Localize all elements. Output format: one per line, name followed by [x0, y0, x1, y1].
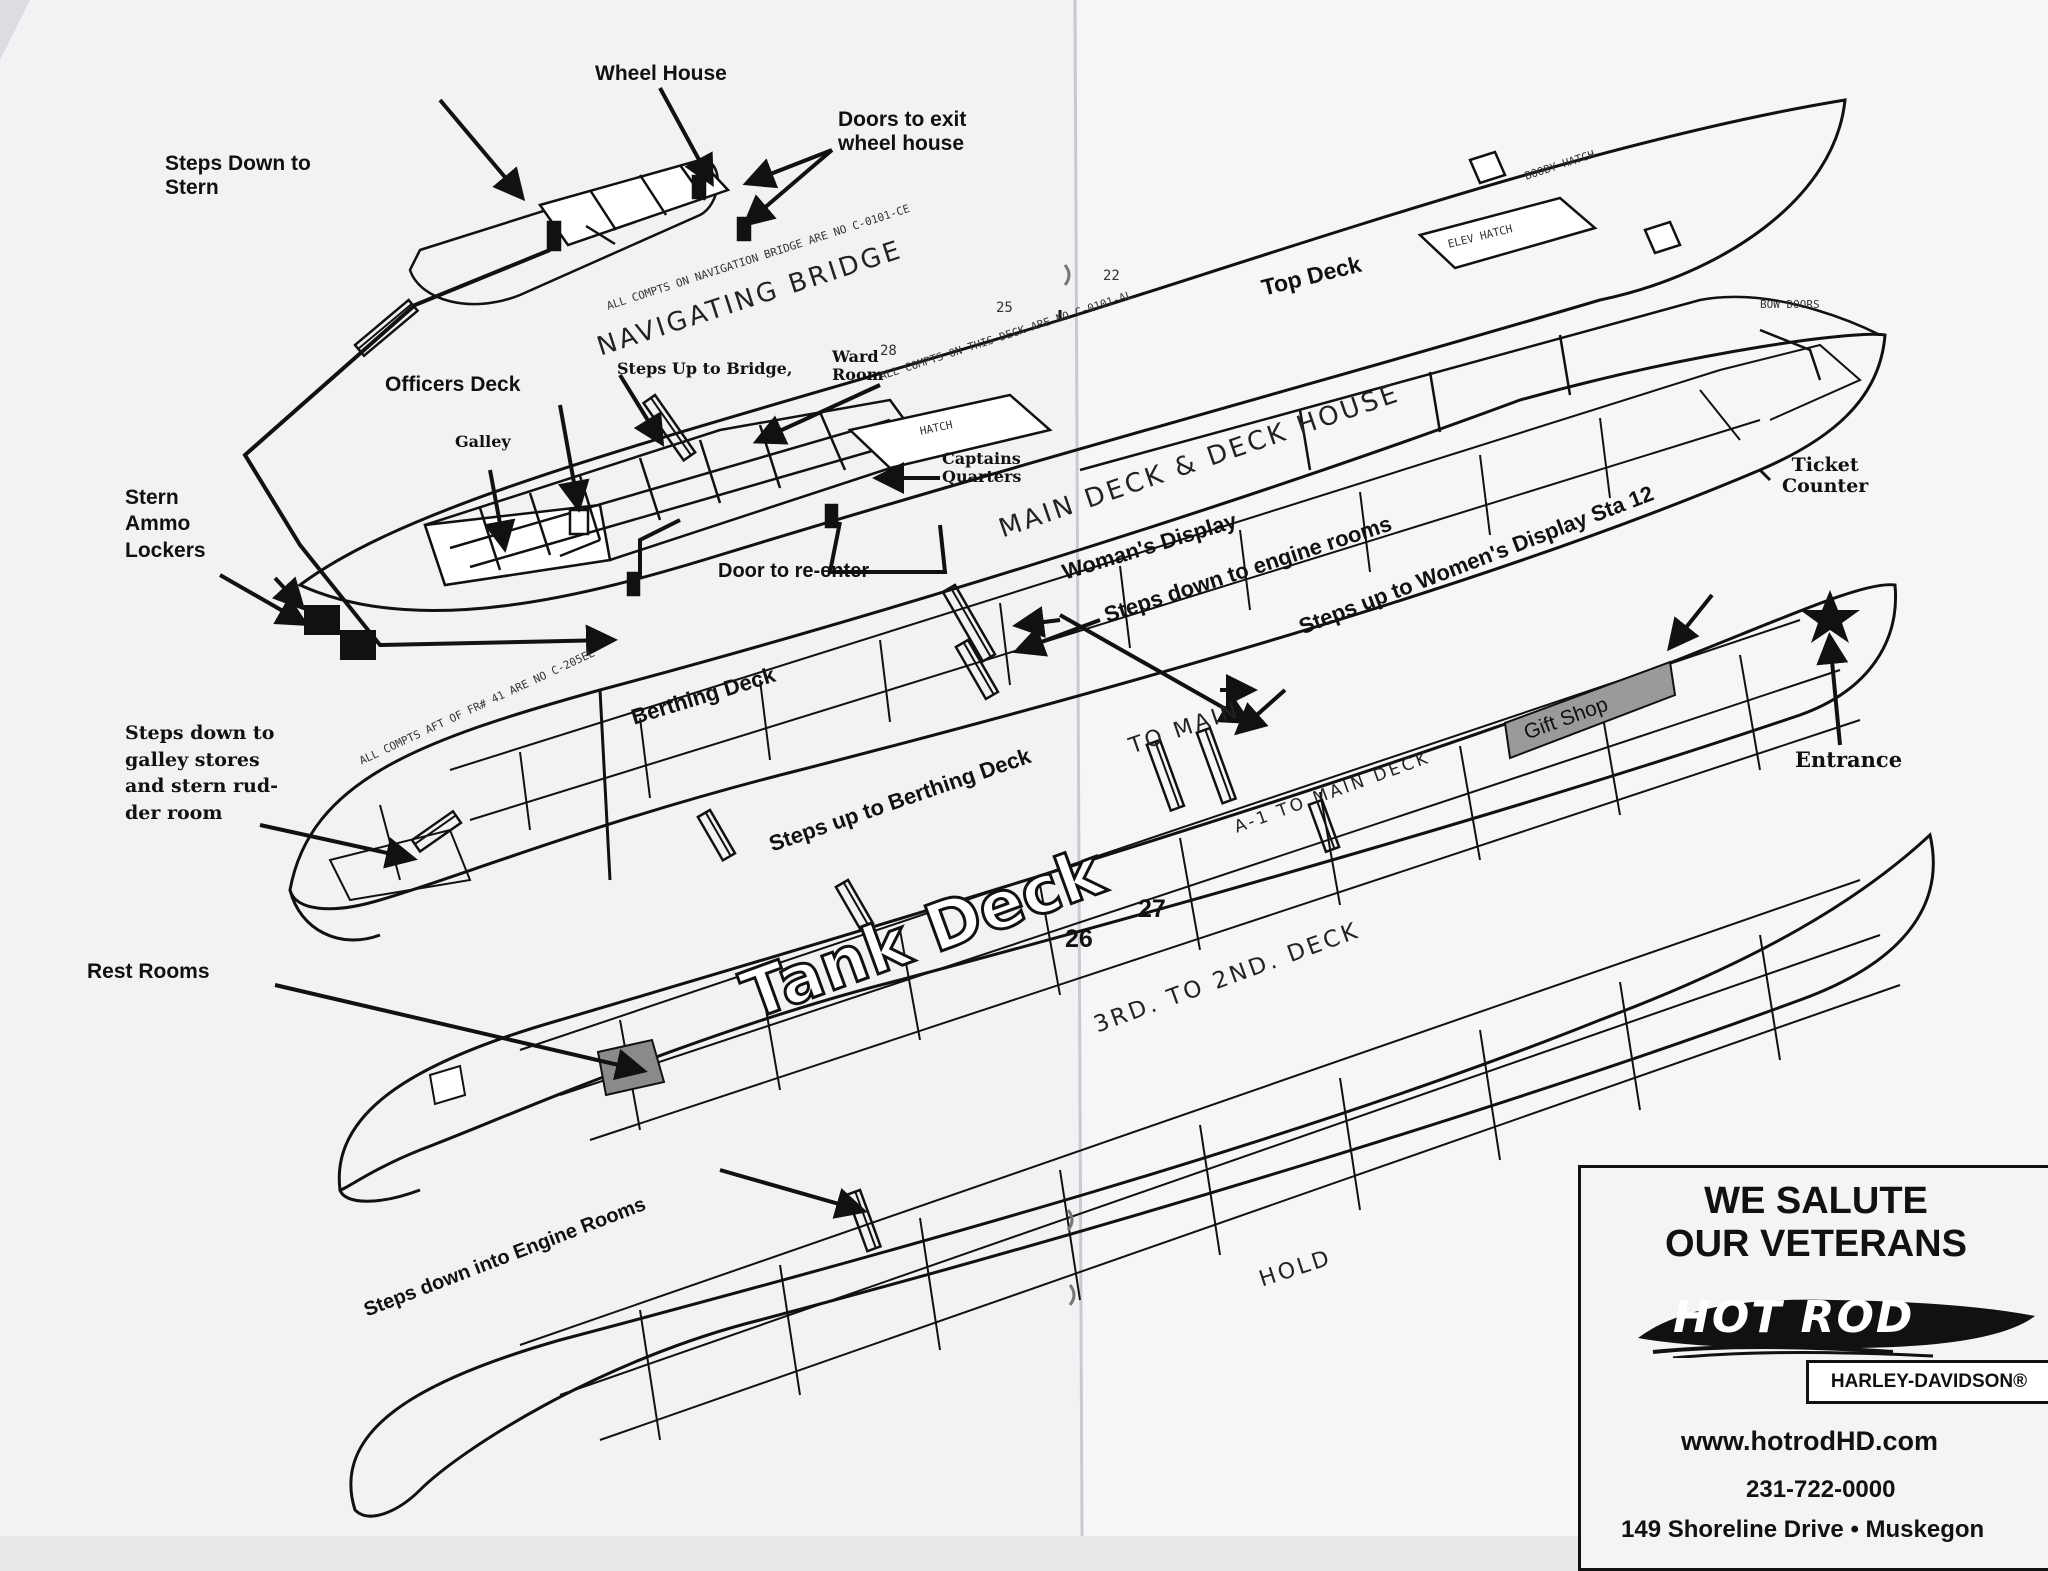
captains-quarters-label: Captains Quarters	[942, 449, 1022, 486]
hot-rod-harley-ad: WE SALUTE OUR VETERANS HOT ROD HARLEY-DA…	[1578, 1165, 2048, 1571]
wheel-house-label: Wheel House	[595, 62, 727, 85]
gift-shop-box	[1503, 660, 1677, 760]
tank-deck-hull	[337, 583, 1898, 1203]
top-deck-hatches	[1417, 150, 1682, 270]
hot-rod-logo: HOT ROD	[1633, 1286, 2043, 1360]
harley-davidson-text: HARLEY-DAVIDSON®	[1830, 1371, 2028, 1392]
rest-rooms-label: Rest Rooms	[87, 960, 210, 983]
hold-compartments	[519, 879, 1901, 1441]
frame-22-label: 22	[1103, 268, 1120, 284]
ammo-locker-1	[304, 605, 340, 635]
hot-rod-logo-graphic	[1638, 1299, 2035, 1360]
main-deck-house-band	[1079, 295, 1881, 472]
ad-phone: 231-722-0000	[1746, 1476, 1896, 1503]
frame-27-label: 27	[1138, 895, 1166, 923]
deck-plan-drawing	[0, 0, 2048, 1536]
galley-label: Galley	[455, 432, 511, 451]
route-to-stern	[242, 248, 948, 657]
officers-deck-label: Officers Deck	[385, 373, 521, 396]
top-deck-hull	[297, 98, 1847, 613]
stern-ammo-lockers-label: Stern Ammo Lockers	[125, 486, 206, 562]
ticket-counter-label: Ticket Counter	[1782, 454, 1869, 498]
ad-headline-1: WE SALUTE	[1704, 1180, 1928, 1222]
hold-hull	[349, 832, 1935, 1518]
hot-rod-logo-text: HOT ROD	[1673, 1292, 1915, 1343]
frame-25-label: 25	[996, 300, 1013, 316]
berthing-deck-compartments	[328, 343, 1862, 902]
ad-headline-2: OUR VETERANS	[1665, 1223, 1967, 1265]
frame-28-label: 28	[880, 343, 897, 359]
entrance-label: Entrance	[1795, 747, 1903, 772]
berthing-deck-hull	[288, 332, 1887, 942]
ad-address: 149 Shoreline Drive • Muskegon	[1621, 1516, 1985, 1543]
callout-arrows	[219, 87, 1849, 1219]
steps-down-to-stern-label: Steps Down to Stern	[165, 152, 311, 199]
door-to-reenter-label: Door to re-enter	[718, 560, 870, 582]
ward-room-label: Ward Room	[832, 347, 884, 384]
bow-doors-note: BOW DOORS	[1760, 298, 1820, 311]
entrance-star	[1800, 590, 1860, 643]
doors-exit-wheel-house-label: Doors to exit wheel house	[838, 108, 967, 155]
steps-up-to-bridge-label: Steps Up to Bridge,	[617, 359, 793, 378]
paper-sheets	[0, 0, 2048, 1536]
frame-26-label: 26	[1065, 925, 1093, 953]
staples	[1063, 264, 1076, 1306]
main-hatch	[847, 393, 1053, 470]
officers-deck-house	[423, 398, 933, 597]
harley-davidson-badge: HARLEY-DAVIDSON®	[1806, 1360, 2048, 1404]
steps-down-galley-stores-label: Steps down to galley stores and stern ru…	[125, 722, 279, 824]
ad-url: www.hotrodHD.com	[1681, 1426, 1938, 1456]
